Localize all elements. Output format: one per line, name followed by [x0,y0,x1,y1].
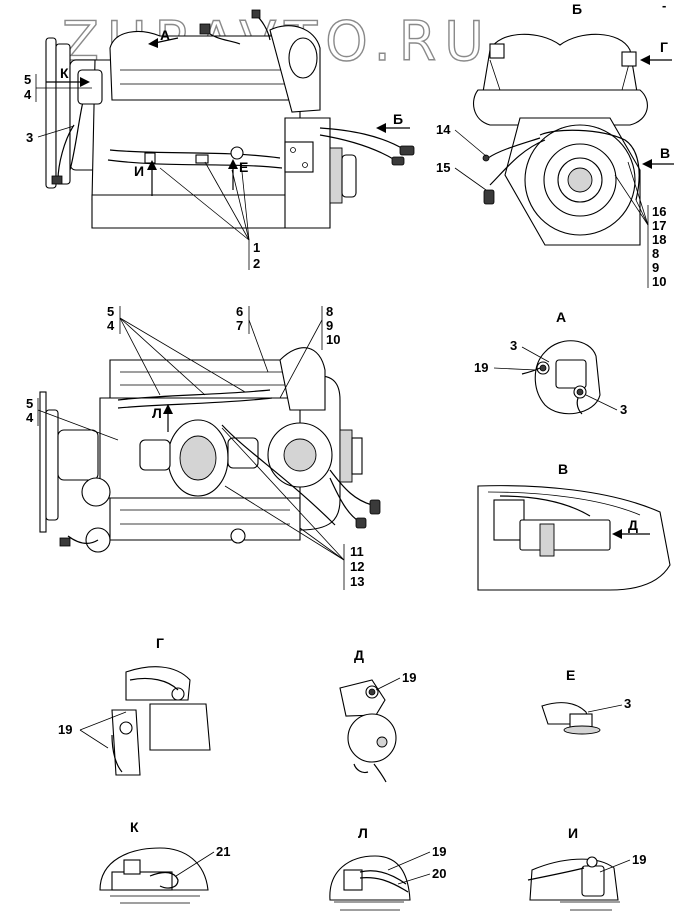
detail-d: Д 19 [339,647,416,783]
callout-14: 14 [436,122,451,137]
detail-a-callout-3-top: 3 [510,338,517,353]
plan-view-callouts: 5 4 6 7 8 9 10 5 4 11 12 13 Л [26,304,364,590]
corner-mark: - [662,0,666,13]
callout-1: 1 [253,240,260,255]
callout-15: 15 [436,160,450,175]
detail-e-title: Е [566,667,575,683]
detail-a-title: А [556,309,566,325]
callout-9-plan: 9 [326,318,333,333]
callout-10: 10 [652,274,666,289]
detail-i-callout-19: 19 [632,852,646,867]
detail-k: К 21 [99,819,230,904]
callout-18: 18 [652,232,666,247]
view-arrow-i-label: И [134,163,144,179]
detail-k-title: К [130,819,139,835]
callout-5-plan-top: 5 [107,304,114,319]
callout-9: 9 [652,260,659,275]
callout-10-plan: 10 [326,332,340,347]
callout-12: 12 [350,559,364,574]
detail-i: И 19 [527,825,646,911]
callout-8: 8 [652,246,659,261]
detail-g: Г 19 [58,635,211,776]
detail-e: Е 3 [541,667,631,735]
callout-4: 4 [24,87,32,102]
engine-front-view: Б [472,1,648,246]
view-arrow-a-label: А [160,27,170,43]
side-view-callouts: 5 4 3 1 2 А Б И Е К [24,27,410,271]
callout-16: 16 [652,204,666,219]
callout-7: 7 [236,318,243,333]
detail-g-callout-19: 19 [58,722,72,737]
view-arrow-l-label: Л [152,405,162,421]
callout-11: 11 [350,544,364,559]
detail-d-callout-19: 19 [402,670,416,685]
detail-e-callout-3: 3 [624,696,631,711]
view-arrow-b-label: Б [393,111,403,127]
detail-a: А 3 19 3 [474,309,627,417]
callout-4-plan-left: 4 [26,410,34,425]
view-arrow-k-label: К [60,65,69,81]
detail-l-title: Л [358,825,368,841]
callout-3: 3 [26,130,33,145]
detail-l: Л 19 20 [329,825,446,911]
view-arrow-v-label: В [660,145,670,161]
callout-5: 5 [24,72,31,87]
view-arrow-e-label: Е [239,159,248,175]
detail-d-title: Д [354,647,364,663]
view-arrow-d-label: Д [628,517,638,533]
detail-v-title: В [558,461,568,477]
view-b-title: Б [572,1,582,17]
detail-l-callout-20: 20 [432,866,446,881]
view-arrow-g-label: Г [660,39,668,55]
engine-plan-view [39,347,381,553]
detail-g-title: Г [156,635,164,651]
detail-v: В Д [477,461,671,591]
engine-side-view [45,9,415,229]
detail-a-callout-19: 19 [474,360,488,375]
detail-i-title: И [568,825,578,841]
callout-17: 17 [652,218,666,233]
callout-2: 2 [253,256,260,271]
detail-k-callout-21: 21 [216,844,230,859]
front-view-callouts: 14 15 16 17 18 8 9 10 Г В [436,39,674,289]
callout-8-plan: 8 [326,304,333,319]
callout-5-plan-left: 5 [26,396,33,411]
callout-13: 13 [350,574,364,589]
callout-6: 6 [236,304,243,319]
callout-4-plan-top: 4 [107,318,115,333]
detail-l-callout-19: 19 [432,844,446,859]
detail-a-callout-3-bottom: 3 [620,402,627,417]
